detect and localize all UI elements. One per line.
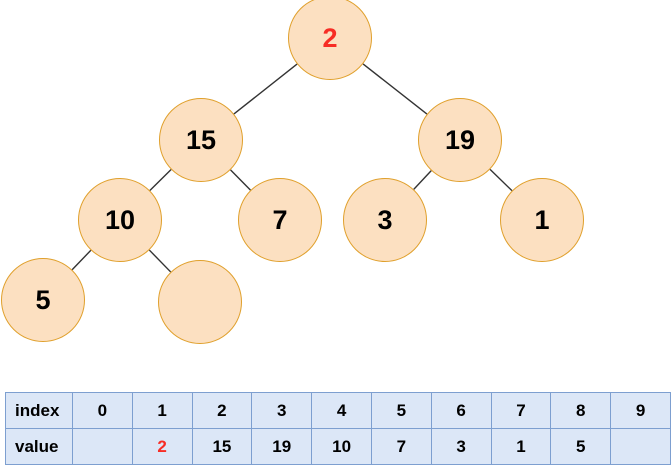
table-cell-index-4[interactable]: 4 xyxy=(311,392,372,429)
table-cell-index-0[interactable]: 0 xyxy=(71,392,133,429)
tree-edge-n1-n2 xyxy=(233,63,298,115)
tree-edge-n4-n8 xyxy=(71,249,92,271)
tree-node-3[interactable]: 3 xyxy=(343,178,427,262)
table-cell-value-3[interactable]: 19 xyxy=(251,428,313,465)
tree-node-5[interactable]: 5 xyxy=(1,258,85,342)
table-cell-index-7[interactable]: 7 xyxy=(490,392,552,429)
tree-node-empty[interactable] xyxy=(158,260,242,344)
table-cell-index-8[interactable]: 8 xyxy=(550,392,612,429)
tree-node-19[interactable]: 19 xyxy=(418,98,502,182)
tree-edge-layer xyxy=(71,63,513,273)
table-cell-value-0[interactable] xyxy=(71,428,133,465)
table-cell-index-9[interactable]: 9 xyxy=(610,392,671,429)
table-cell-value-5[interactable]: 7 xyxy=(370,428,432,465)
table-cell-index-5[interactable]: 5 xyxy=(370,392,432,429)
tree-node-7[interactable]: 7 xyxy=(238,178,322,262)
tree-edge-n3-n6 xyxy=(413,170,432,190)
tree-node-1[interactable]: 1 xyxy=(500,178,584,262)
row-header-value: value xyxy=(5,428,73,465)
tree-edge-n1-n3 xyxy=(362,63,428,115)
table-cell-index-6[interactable]: 6 xyxy=(430,392,492,429)
table-cell-index-2[interactable]: 2 xyxy=(191,392,253,429)
table-cell-value-1[interactable]: 2 xyxy=(131,428,193,465)
table-cell-value-7[interactable]: 1 xyxy=(490,428,552,465)
tree-node-label: 2 xyxy=(322,22,338,53)
tree-node-10[interactable]: 10 xyxy=(78,178,162,262)
tree-node-label: 15 xyxy=(185,124,217,155)
tree-node-label: 19 xyxy=(444,124,476,155)
tree-node-label: 1 xyxy=(534,204,550,235)
tree-node-15[interactable]: 15 xyxy=(159,98,243,182)
tree-edge-n2-n4 xyxy=(149,169,172,191)
table-cell-value-2[interactable]: 15 xyxy=(191,428,253,465)
tree-node-label: 7 xyxy=(272,204,288,235)
table-cell-value-4[interactable]: 10 xyxy=(311,428,372,465)
tree-node-label: 10 xyxy=(104,204,136,235)
table-cell-value-6[interactable]: 3 xyxy=(430,428,492,465)
table-cell-index-1[interactable]: 1 xyxy=(131,392,193,429)
tree-node-2[interactable]: 2 xyxy=(288,0,372,80)
tree-edge-n4-n9 xyxy=(148,249,172,273)
tree-edge-n2-n5 xyxy=(230,169,251,191)
table-cell-value-9[interactable] xyxy=(610,428,671,465)
tree-node-label: 3 xyxy=(377,204,393,235)
table-cell-index-3[interactable]: 3 xyxy=(251,392,313,429)
row-header-index: index xyxy=(5,392,73,429)
table-cell-value-8[interactable]: 5 xyxy=(550,428,612,465)
tree-node-label: 5 xyxy=(35,284,51,315)
tree-edge-n3-n7 xyxy=(489,168,513,192)
